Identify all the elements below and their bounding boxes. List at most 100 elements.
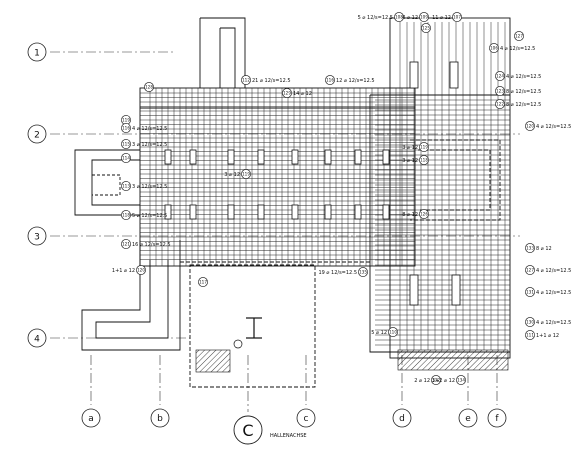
- rebar-callout-text: 3 ⌀ 12/s=12.5: [132, 142, 167, 148]
- rebar-callout-bubble: [525, 121, 535, 131]
- rebar-callout-bubble: [419, 209, 429, 219]
- rebar-callout-bubble: [525, 330, 535, 340]
- rebar-callout-bubble: [241, 75, 251, 85]
- rebar-callout-bubble: [419, 142, 429, 152]
- rebar-callout-text: 4 ⌀ 12/s=12.5: [536, 124, 571, 130]
- rebar-callout-number: 119: [242, 172, 250, 177]
- rebar-callout-number: 127: [526, 268, 534, 273]
- rebar-callout-bubble: [121, 210, 131, 220]
- rebar-callout-text: 8 ⌀ 12/s=12.5: [506, 102, 541, 108]
- rebar-callout-number: 110: [389, 330, 397, 335]
- rebar-callout-text: 5 ⌀ 12/s=12.5: [358, 15, 393, 21]
- rebar-callout-bubble: [358, 267, 368, 277]
- rebar-callout-text: 4 ⌀ 12/s=12.5: [132, 126, 167, 132]
- hall-axis-caption: HALLENACHSE: [270, 433, 307, 439]
- rebar-callout-number: 117: [199, 280, 207, 285]
- rebar-callout-number: 109: [420, 15, 428, 20]
- rebar-callout-number: 126: [420, 212, 428, 217]
- rebar-callout-text: 12 ⌀ 12/s=12.5: [336, 78, 375, 84]
- rebar-callout-bubble: [489, 43, 499, 53]
- rebar-vertical-bars: [149, 88, 403, 266]
- rebar-callout-text: 1+1 ⌀ 12: [536, 333, 559, 339]
- rebar-callout-number: 111: [526, 333, 534, 338]
- rebar-callout-bubble: [495, 99, 505, 109]
- rebar-callout-bubble: [198, 277, 208, 287]
- hall-axis-symbol: C HALLENACHSE: [233, 415, 307, 445]
- rebar-callout-text: 4 ⌀ 12/s=12.5: [500, 46, 535, 52]
- axis-label-f: f: [495, 414, 499, 424]
- rebar-callout-bubble: [388, 327, 398, 337]
- axis-bubble-a: a: [81, 408, 101, 428]
- rebar-callout: 127: [514, 31, 524, 41]
- axis-label-c: c: [304, 414, 309, 424]
- rebar-callout-text: 4 ⌀ 12/s=12.5: [506, 74, 541, 80]
- rebar-callout-bubble: [136, 265, 146, 275]
- rebar-callout: 119: [121, 115, 131, 125]
- axis-label-a: a: [88, 414, 94, 424]
- rebar-callout-text: 16 ⌀ 12/s=12.5: [132, 242, 171, 248]
- rebar-callout-number: 120: [526, 124, 534, 129]
- rebar-callout-text: 14 ⌀ 12: [293, 91, 312, 97]
- rebar-callout-number: 129: [283, 91, 291, 96]
- axis-bubble-3: 3: [27, 226, 47, 246]
- rebar-callout-number: 132: [432, 378, 440, 383]
- rebar-callout-number: 112: [242, 78, 250, 83]
- rebar-callout-number: 133: [526, 246, 534, 251]
- rebar-callout-bubble: [282, 88, 292, 98]
- axis-bubble-d: d: [392, 408, 412, 428]
- rebar-callout-bubble: [456, 375, 466, 385]
- rebar-callout-bubble: [144, 82, 154, 92]
- axis-bubble-b: b: [150, 408, 170, 428]
- rebar-callout-bubble: [419, 155, 429, 165]
- rebar-callout-bubble: [325, 75, 335, 85]
- rebar-callout-text: 2 ⌀ 12: [414, 378, 430, 384]
- rebar-callout-bubble: [121, 123, 131, 133]
- rebar-callout-number: 106: [490, 46, 498, 51]
- rebar-callout: 114: [121, 153, 131, 163]
- rebar-callout-number: 135: [359, 270, 367, 275]
- rebar-callout-bubble: [525, 243, 535, 253]
- column-symbol: [233, 317, 262, 349]
- rebar-callout-number: 116: [122, 126, 130, 131]
- rebar-callout-number: 107: [453, 15, 461, 20]
- rebar-callout-number: 124: [496, 74, 504, 79]
- hall-axis-letter: C: [242, 421, 253, 440]
- rebar-callout-text: 4 ⌀ 12/s=12.5: [536, 268, 571, 274]
- rebar-callout-text: 8 ⌀ 12: [402, 212, 418, 218]
- axis-bubble-f: f: [487, 408, 507, 428]
- axis-label-b: b: [157, 414, 163, 424]
- rebar-callout-bubble: [121, 153, 131, 163]
- axis-label-2: 2: [34, 131, 40, 141]
- rebar-right-slab-bars: [375, 22, 510, 350]
- rebar-callout-text: 19 ⌀ 12/s=12.5: [318, 270, 357, 276]
- rebar-callout-bubble: [394, 12, 404, 22]
- axis-bubble-2: 2: [27, 124, 47, 144]
- rebar-callout-text: 8 ⌀ 12: [536, 246, 552, 252]
- rebar-callout-text: 4 ⌀ 12/s=12.5: [536, 320, 571, 326]
- rebar-callout-text: 3 ⌀ 12: [224, 172, 240, 178]
- axis-label-1: 1: [34, 49, 40, 59]
- rebar-callout-bubble: [525, 287, 535, 297]
- rebar-callout-number: 116: [326, 78, 334, 83]
- axis-bubble-c: c: [296, 408, 316, 428]
- rebar-callout-text: 5 ⌀ 12/s=12.5: [132, 213, 167, 219]
- rebar-callout-number: 114: [122, 156, 130, 161]
- slab-inserts: [164, 61, 461, 306]
